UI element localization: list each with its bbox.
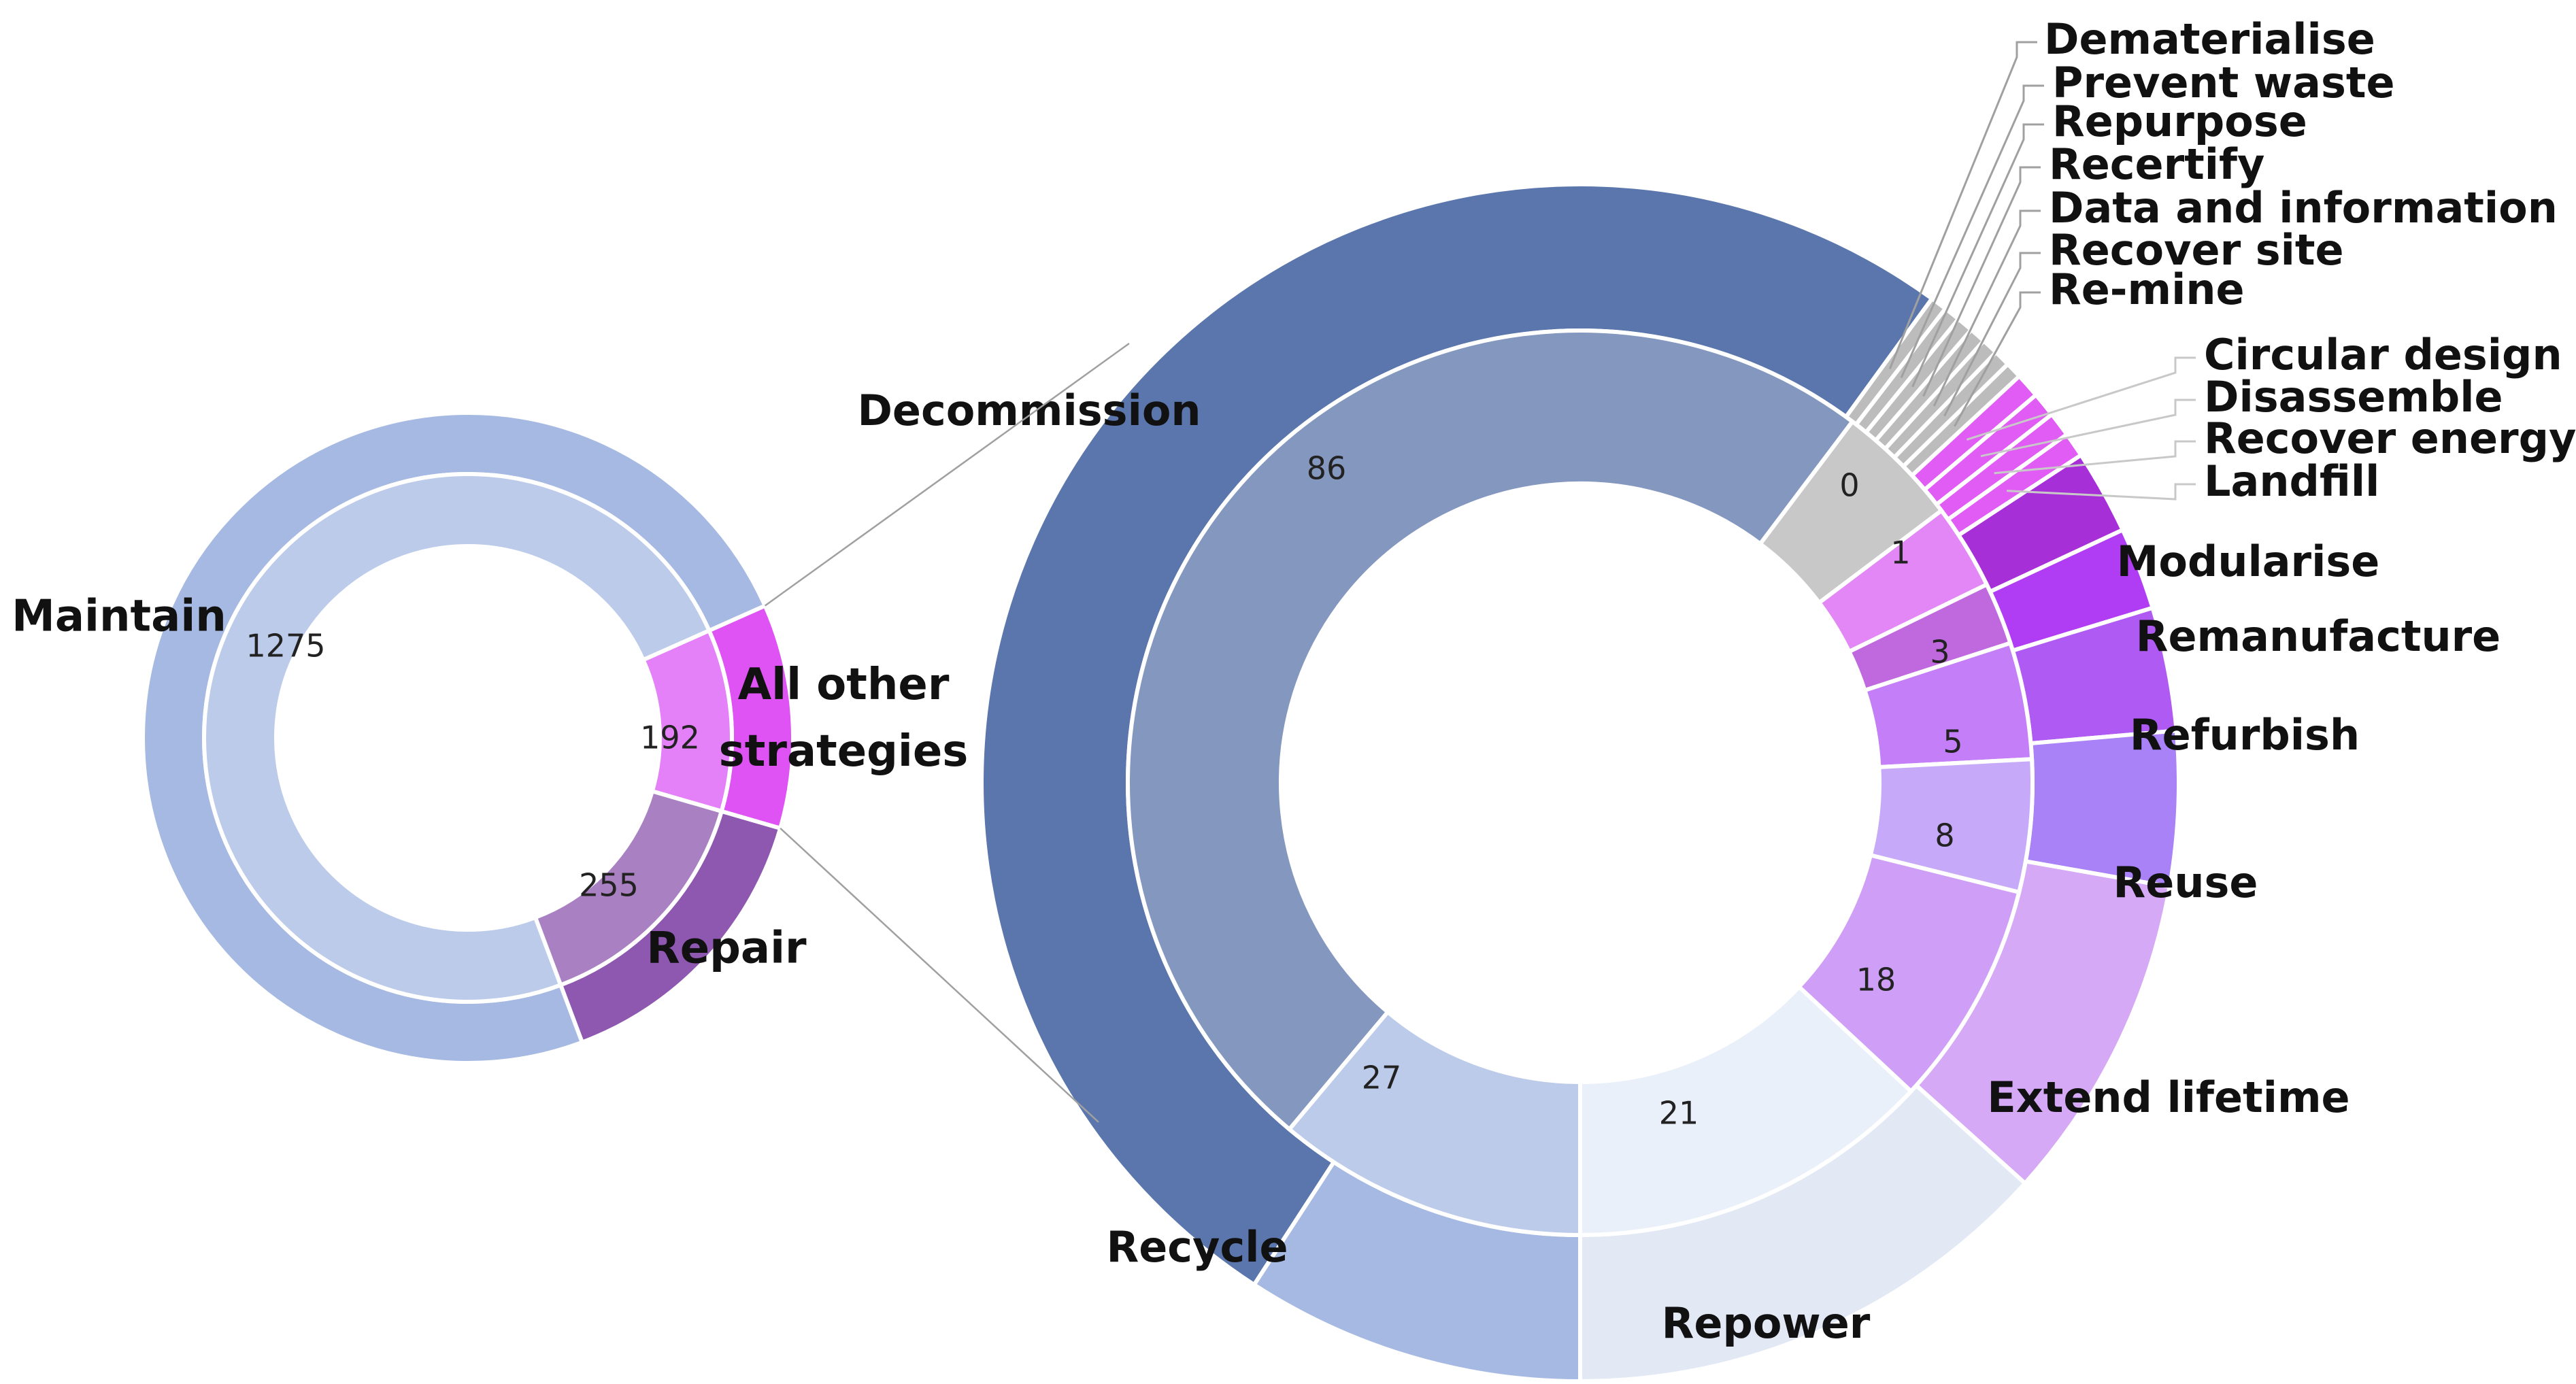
category-label-maintain: Maintain — [12, 592, 227, 642]
leader-line-2 — [1911, 123, 2044, 388]
category-label-modularise: Modularise — [2117, 537, 2380, 586]
category-label-extend-lifetime: Extend lifetime — [1987, 1073, 2349, 1122]
leader-line-10 — [2007, 483, 2196, 501]
category-label-re-mine: Re-mine — [2049, 265, 2245, 314]
leader-line-9 — [1994, 440, 2196, 475]
leader-line-3 — [1922, 166, 2041, 397]
category-label-refurbish: Refurbish — [2130, 710, 2360, 760]
category-label-recover-site: Recover site — [2049, 225, 2344, 275]
leader-line-6 — [1954, 291, 2041, 427]
category-label-circular-design: Circular design — [2204, 330, 2562, 379]
value-label-0: 86 — [1307, 450, 1347, 487]
category-label-disassemble: Disassemble — [2204, 372, 2503, 422]
category-label-recover-energy: Recover energy — [2204, 413, 2576, 463]
category-label-prevent-waste: Prevent waste — [2052, 58, 2395, 107]
connector-line-bottom — [780, 827, 1099, 1123]
category-label-dematerialise: Dematerialise — [2044, 14, 2375, 64]
value-label-maintain: 1275 — [246, 628, 325, 664]
value-label-7: 21 — [1659, 1095, 1699, 1132]
leader-line-4 — [1933, 209, 2041, 407]
value-label-1: 0 — [1839, 467, 1859, 504]
category-label-repair: Repair — [646, 924, 807, 974]
value-label-2: 1 — [1890, 535, 1910, 571]
category-label-recertify: Recertify — [2049, 139, 2264, 189]
inner-slice-0 — [1126, 328, 1856, 1132]
category-label-repurpose: Repurpose — [2052, 97, 2307, 146]
category-label-remanufacture: Remanufacture — [2136, 611, 2500, 661]
leader-line-7 — [1966, 356, 2196, 441]
value-label-5: 8 — [1935, 817, 1954, 854]
value-label-repair: 255 — [579, 867, 639, 904]
value-label-all-other: 192 — [640, 720, 700, 756]
leader-line-8 — [1980, 399, 2196, 458]
category-label-recycle: Recycle — [1106, 1222, 1288, 1272]
category-label-landfill: Landfill — [2204, 456, 2379, 506]
inner-slice-7 — [1578, 983, 1914, 1238]
leader-line-5 — [1943, 252, 2041, 417]
category-label-data-and-information: Data and information — [2049, 183, 2558, 233]
value-label-6: 18 — [1856, 962, 1896, 998]
category-label-repower: Repower — [1662, 1298, 1871, 1348]
connector-line-top — [764, 342, 1130, 607]
value-label-8: 27 — [1362, 1060, 1402, 1096]
leader-line-1 — [1900, 84, 2044, 378]
leader-line-0 — [1888, 41, 2037, 370]
category-label-decommission: Decommission — [857, 386, 1201, 435]
inner-slice-8 — [1286, 1009, 1582, 1238]
value-label-3: 3 — [1930, 634, 1950, 671]
inner-slice-maintain — [202, 472, 712, 1004]
value-label-4: 5 — [1943, 724, 1962, 760]
category-label-reuse: Reuse — [2113, 858, 2258, 907]
